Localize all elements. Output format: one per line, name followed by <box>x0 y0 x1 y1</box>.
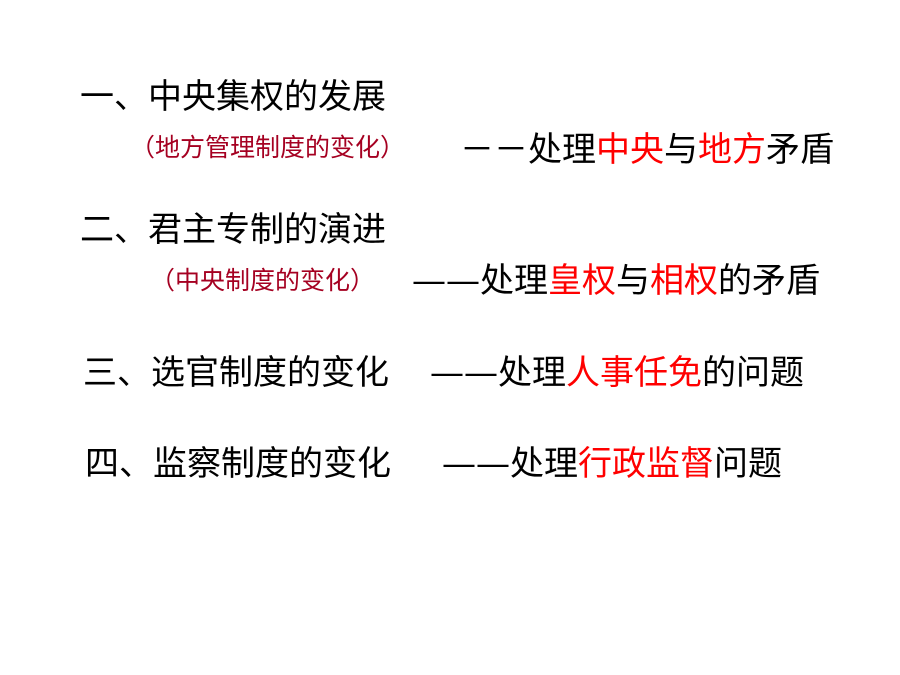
suffix-text: 的矛盾 <box>718 261 820 301</box>
highlight-local: 地方 <box>698 130 766 170</box>
highlight-admin-supervision: 行政监督 <box>578 444 714 484</box>
dash: —— <box>412 261 480 301</box>
conjunction-text: 与 <box>664 130 698 170</box>
heading-centralization: 一、中央集权的发展 <box>80 77 386 117</box>
purpose-line-3: ——处理人事任免的问题 <box>430 356 804 390</box>
heading-official-selection: 三、选官制度的变化 <box>83 353 389 393</box>
suffix-text: 问题 <box>714 444 782 484</box>
dash: －－ <box>460 130 528 170</box>
dash: —— <box>442 444 510 484</box>
highlight-chancellor-power: 相权 <box>650 261 718 301</box>
prefix-text: 处理 <box>510 444 578 484</box>
purpose-line-2: ——处理皇权与相权的矛盾 <box>412 264 820 298</box>
prefix-text: 处理 <box>528 130 596 170</box>
suffix-text: 矛盾 <box>766 130 834 170</box>
highlight-imperial-power: 皇权 <box>548 261 616 301</box>
suffix-text: 的问题 <box>702 353 804 393</box>
highlight-personnel: 人事任免 <box>566 353 702 393</box>
prefix-text: 处理 <box>498 353 566 393</box>
purpose-line-4: ——处理行政监督问题 <box>442 447 782 481</box>
conjunction-text: 与 <box>616 261 650 301</box>
purpose-line-1: －－处理中央与地方矛盾 <box>460 133 834 167</box>
note-local-admin: （地方管理制度的变化） <box>130 133 406 162</box>
heading-autocracy: 二、君主专制的演进 <box>80 210 386 250</box>
prefix-text: 处理 <box>480 261 548 301</box>
heading-supervision: 四、监察制度的变化 <box>85 444 391 484</box>
highlight-central: 中央 <box>596 130 664 170</box>
dash: —— <box>430 353 498 393</box>
note-central-system: （中央制度的变化） <box>150 266 376 295</box>
